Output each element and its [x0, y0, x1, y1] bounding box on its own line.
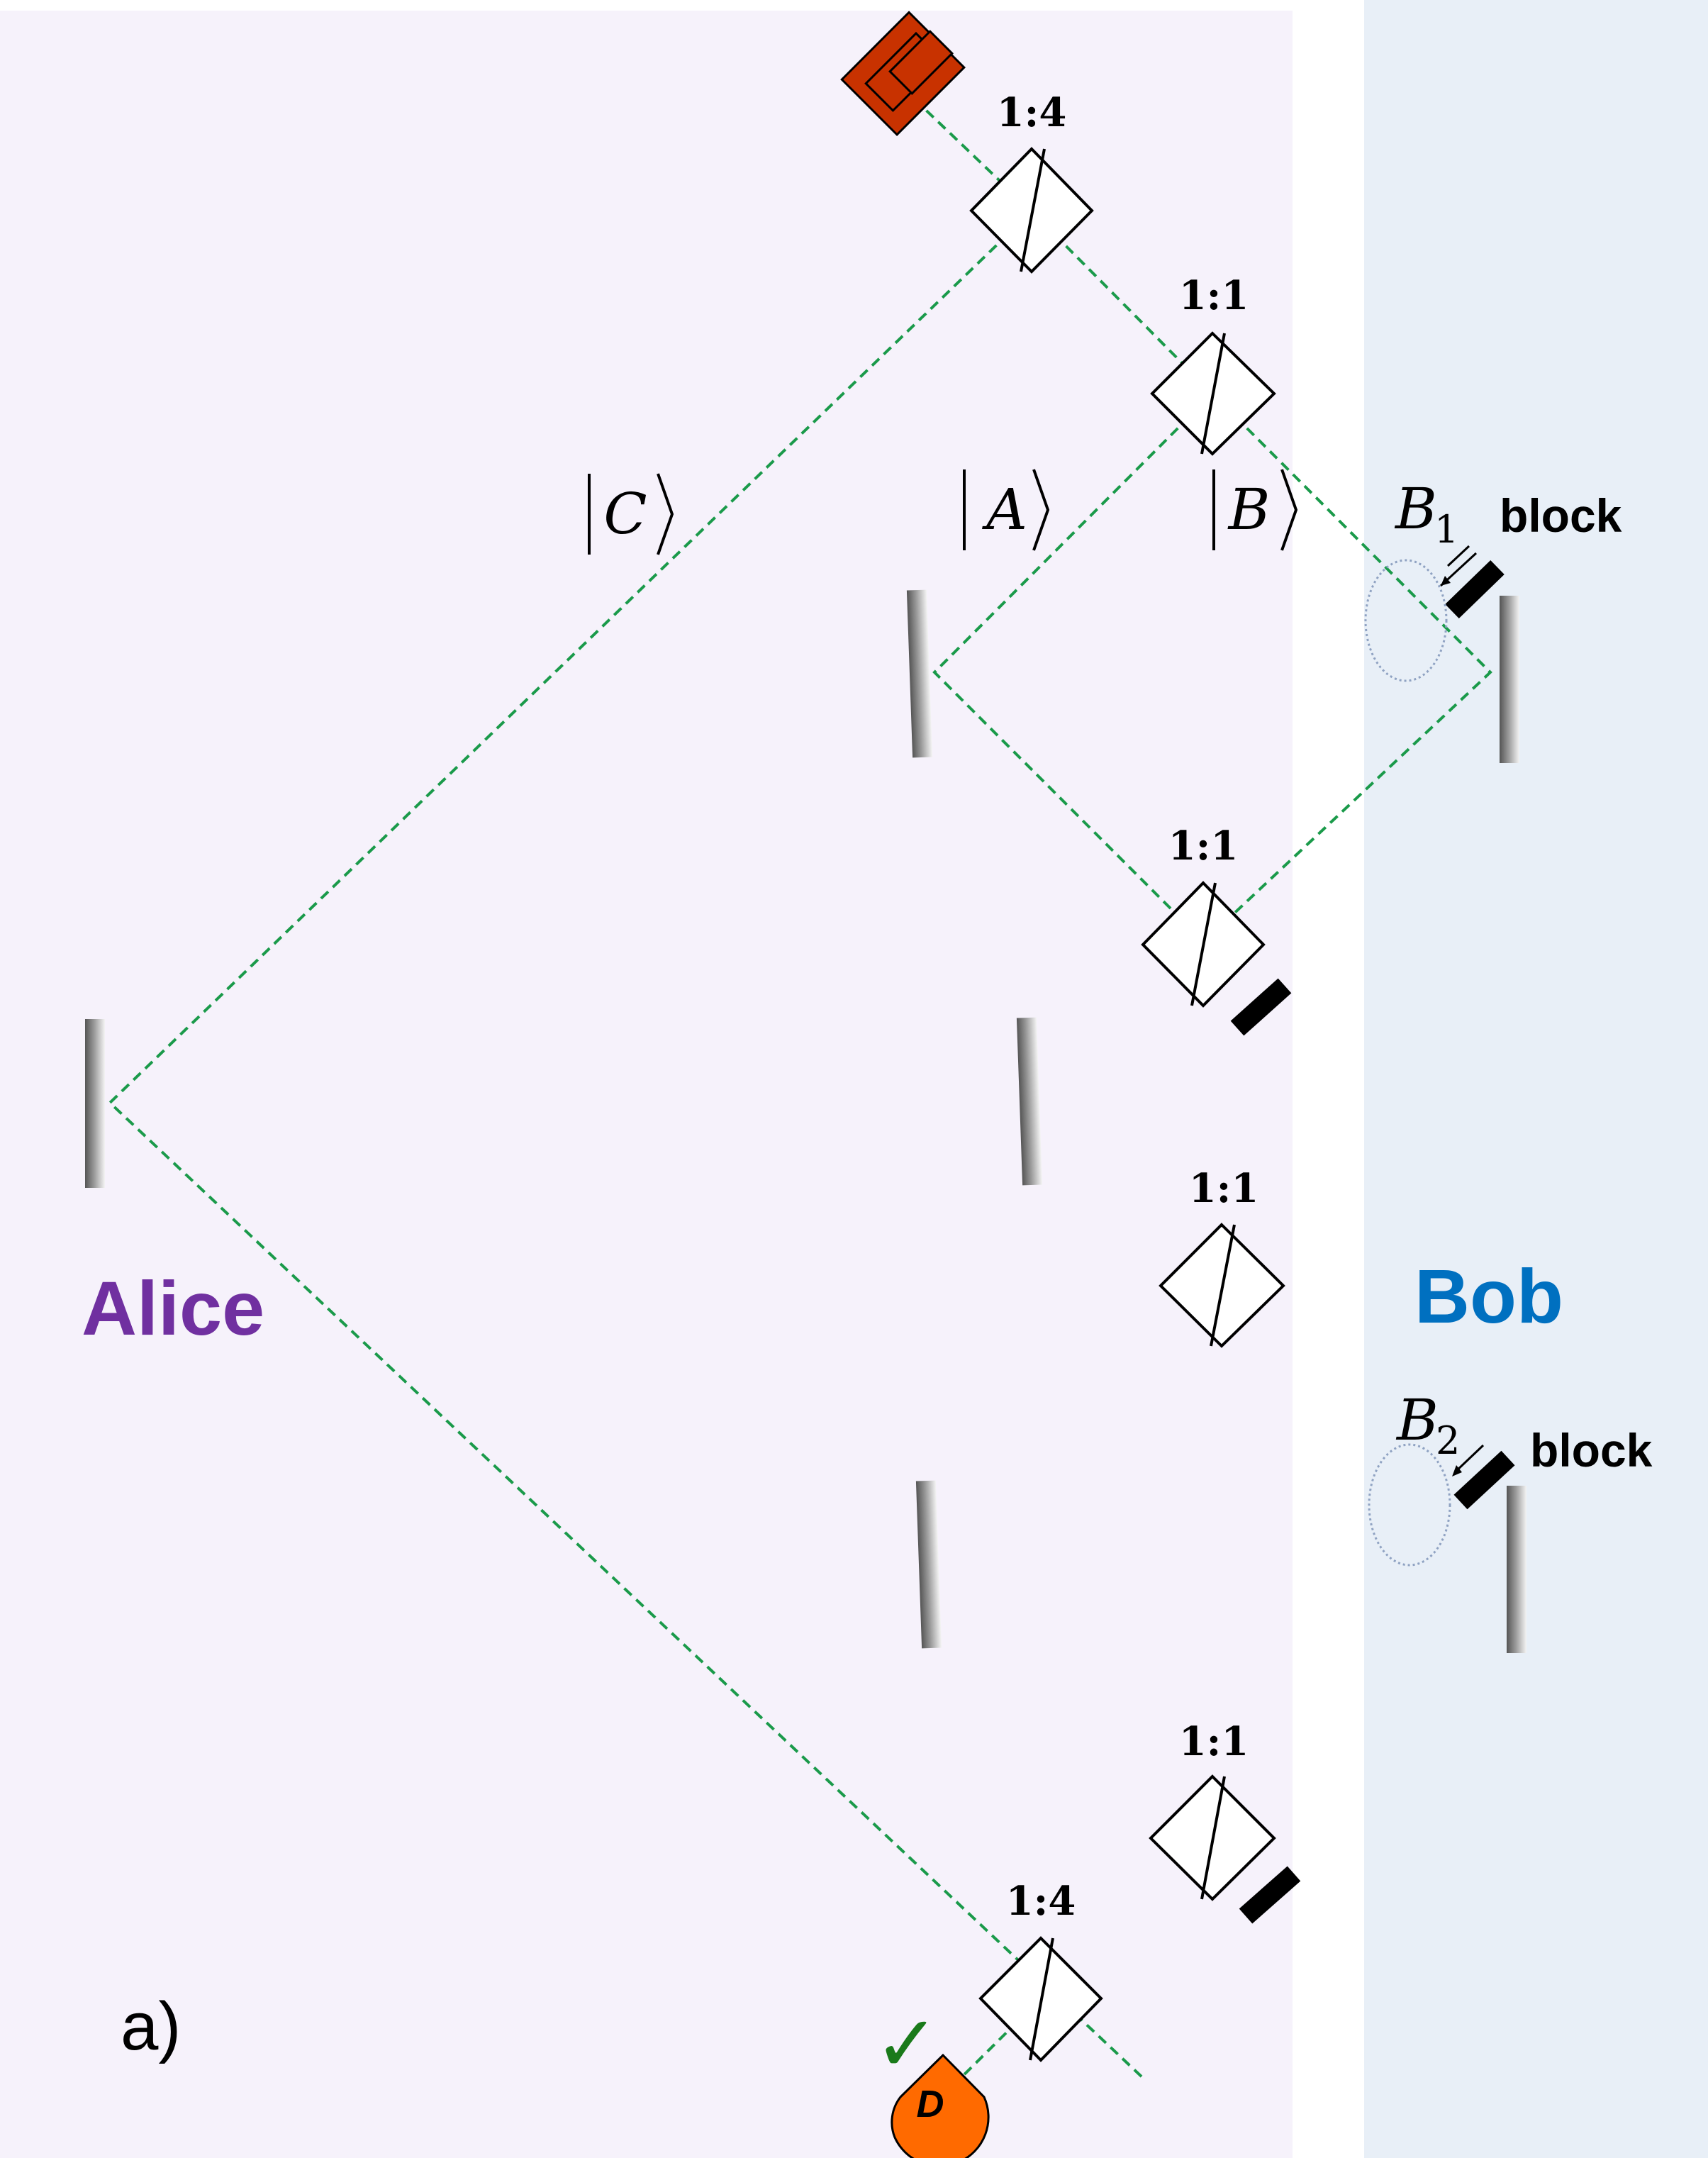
beam-splitter-5 — [1149, 1774, 1276, 1901]
beam-path-c — [108, 210, 1144, 2079]
mirrors — [85, 589, 1526, 1653]
ratio-label-bs6: 1:4 — [1006, 1878, 1076, 1925]
b1-symbol: B — [1394, 476, 1437, 542]
ratio-label-bs1: 1:4 — [997, 89, 1067, 136]
aperture-b1 — [1364, 559, 1448, 682]
arrowhead-b1 — [1441, 576, 1451, 586]
beam-splitter-1 — [969, 147, 1094, 274]
beam-blockers — [1230, 560, 1515, 1924]
mirror-alice-c — [85, 1019, 105, 1188]
ratio-label-bs5: 1:1 — [1179, 1718, 1249, 1765]
b1-block-label: block — [1500, 489, 1622, 542]
ket-b-symbol: B — [1227, 477, 1271, 543]
mirror-alice-a — [906, 589, 933, 758]
beam-splitter-4 — [1159, 1223, 1285, 1348]
ratio-label-bs2: 1:1 — [1179, 272, 1249, 319]
success-check-icon: ✓ — [874, 1998, 939, 2089]
b2-label: B 2 block — [1395, 1387, 1653, 1476]
b2-subscript: 2 — [1436, 1418, 1460, 1463]
bob-label: Bob — [1414, 1253, 1563, 1339]
beam-splitter-6 — [978, 1936, 1103, 2062]
ratio-labels: 1:4 1:1 1:1 1:1 1:1 1:4 — [997, 89, 1259, 1925]
arrow-b1 — [1446, 545, 1470, 567]
beam-splitters — [969, 147, 1285, 2062]
ratio-label-bs4: 1:1 — [1189, 1165, 1259, 1212]
photon-source — [840, 11, 966, 136]
blocker-bs5 — [1239, 1866, 1301, 1924]
beam-path-a — [932, 392, 1214, 943]
ratio-label-bs3: 1:1 — [1168, 823, 1239, 869]
beam-path-b — [1202, 392, 1492, 943]
blocker-b1 — [1445, 560, 1505, 619]
b2-symbol: B — [1395, 1387, 1439, 1453]
blocker-bs3 — [1230, 978, 1292, 1036]
arrow-b2 — [1453, 1444, 1485, 1474]
blocker-b2 — [1453, 1450, 1515, 1510]
b1-label: B 1 block — [1394, 476, 1622, 552]
ket-c: C — [588, 473, 674, 555]
detector-label: D — [917, 2083, 944, 2125]
mirror-alice-lower — [915, 1480, 942, 1649]
panel-label: a) — [121, 1989, 181, 2064]
ket-a: A — [963, 469, 1050, 551]
detector: D ✓ — [874, 1998, 990, 2158]
ket-c-symbol: C — [603, 481, 647, 547]
alice-label: Alice — [82, 1265, 264, 1351]
detector-body — [891, 2053, 990, 2158]
beam-splitter-2 — [1150, 331, 1276, 456]
ket-a-symbol: A — [981, 477, 1027, 543]
b2-block-label: block — [1530, 1424, 1653, 1476]
mirror-bob-b2 — [1507, 1486, 1526, 1653]
arrowhead-b2 — [1452, 1465, 1462, 1476]
alice-region — [0, 11, 1293, 2158]
bob-apertures — [1364, 545, 1485, 1567]
b1-subscript: 1 — [1434, 507, 1458, 552]
aperture-b2 — [1368, 1443, 1451, 1567]
bob-region — [1364, 0, 1708, 2158]
mirror-bob-b1 — [1500, 596, 1519, 763]
ket-b: B — [1212, 469, 1298, 551]
beam-splitter-3 — [1141, 881, 1266, 1008]
mirror-alice-middle — [1016, 1017, 1043, 1186]
